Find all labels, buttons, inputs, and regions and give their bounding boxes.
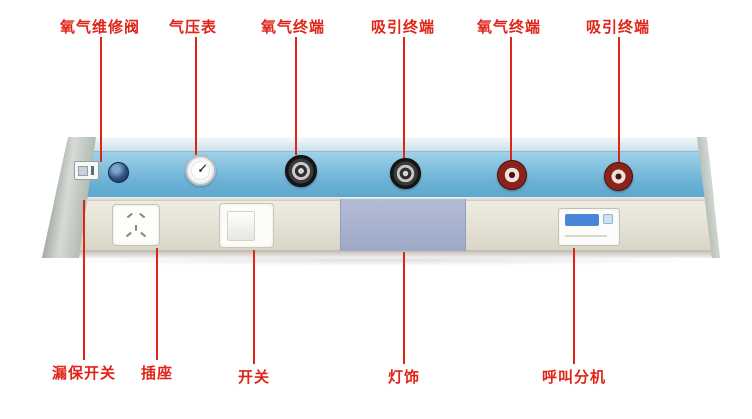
call-extension-unit [558, 208, 620, 246]
leader-line-suction-terminal-2 [618, 37, 620, 162]
leader-line-oxygen-terminal-2 [510, 37, 512, 160]
label-suction-terminal-1: 吸引终端 [370, 18, 436, 36]
leader-line-leakage-switch [83, 200, 85, 360]
leader-line-pressure-gauge [195, 37, 197, 155]
label-leakage-protection-switch: 漏保开关 [51, 364, 117, 382]
leader-line-switch [253, 250, 255, 364]
leader-line-socket [156, 248, 158, 360]
pressure-gauge [185, 155, 216, 186]
socket-holes [125, 212, 147, 238]
label-oxygen-terminal-2: 氧气终端 [476, 18, 542, 36]
oxygen-terminal-1 [285, 155, 317, 187]
pressure-gauge-face [190, 160, 211, 181]
oxygen-terminal-2 [497, 160, 527, 190]
label-socket: 插座 [140, 364, 174, 382]
label-switch: 开关 [237, 368, 271, 386]
suction-terminal-2 [604, 162, 633, 191]
switch-panel [219, 203, 274, 248]
call-extension-screen [565, 214, 599, 226]
label-suction-terminal-2: 吸引终端 [585, 18, 651, 36]
panel-top-face [42, 137, 720, 151]
leader-line-oxygen-terminal-1 [295, 37, 297, 155]
suction-terminal-1 [390, 158, 421, 189]
label-light: 灯饰 [387, 368, 421, 386]
leader-line-oxygen-maintenance-valve [100, 37, 102, 162]
switch-rocker [227, 211, 255, 241]
oxygen-maintenance-valve-knob [108, 162, 129, 183]
label-oxygen-terminal-1: 氧气终端 [260, 18, 326, 36]
call-extension-detail-line [565, 235, 607, 237]
leakage-breaker [74, 161, 99, 180]
label-oxygen-maintenance-valve: 氧气维修阀 [59, 18, 141, 36]
leader-line-light [403, 252, 405, 364]
label-call-extension: 呼叫分机 [541, 368, 607, 386]
leader-line-call-extension [573, 248, 575, 364]
light-panel [340, 199, 466, 251]
leader-line-suction-terminal-1 [403, 37, 405, 158]
call-extension-button [603, 214, 613, 224]
label-pressure-gauge: 气压表 [168, 18, 218, 36]
panel-bottom-face [42, 250, 720, 258]
power-socket [112, 204, 160, 246]
